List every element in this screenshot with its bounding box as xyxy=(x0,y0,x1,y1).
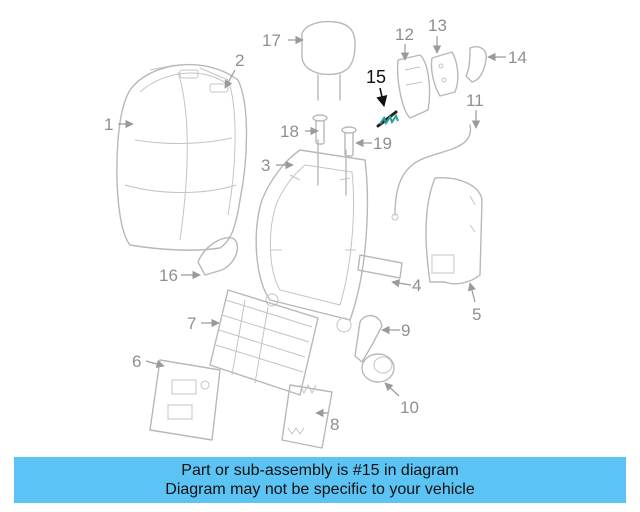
switch-trim-12 xyxy=(396,54,431,119)
callout-18: 18 xyxy=(280,122,299,141)
callout-4: 4 xyxy=(412,276,421,295)
seat-back-pad xyxy=(357,254,403,279)
callout-6: 6 xyxy=(132,352,141,371)
knob-14 xyxy=(465,46,487,83)
leader-lines xyxy=(118,35,506,418)
callout-19: 19 xyxy=(373,134,392,153)
callout-7: 7 xyxy=(187,314,196,333)
highlighted-part-15 xyxy=(376,110,399,128)
banner-part-line: Part or sub-assembly is #15 in diagram xyxy=(181,462,459,479)
callout-16: 16 xyxy=(159,266,178,285)
spring-set xyxy=(281,383,333,449)
callout-11: 11 xyxy=(466,91,484,110)
callout-8: 8 xyxy=(330,415,339,434)
seat-back-frame xyxy=(255,139,369,333)
callout-labels: 1 2 3 4 5 6 7 8 9 10 11 12 13 14 15 16 1… xyxy=(104,16,527,434)
lumbar-support xyxy=(209,289,319,396)
seat-back-cushion xyxy=(116,63,248,251)
callout-14: 14 xyxy=(508,48,527,67)
headrest xyxy=(301,20,356,101)
trim-bracket xyxy=(197,237,239,276)
callout-9: 9 xyxy=(401,321,410,340)
headrest-guides xyxy=(312,114,357,157)
callout-13: 13 xyxy=(428,16,447,35)
callout-3: 3 xyxy=(261,156,270,175)
recliner-lever xyxy=(354,315,383,363)
recliner-knob xyxy=(361,353,395,383)
banner-disclaimer-line: Diagram may not be specific to your vehi… xyxy=(165,481,475,498)
release-cable xyxy=(394,124,472,216)
callout-5: 5 xyxy=(472,305,481,324)
info-banner: Part or sub-assembly is #15 in diagram D… xyxy=(14,457,626,503)
switch-13 xyxy=(430,51,459,97)
callout-10: 10 xyxy=(400,398,419,417)
callout-1: 1 xyxy=(104,115,113,134)
callout-15: 15 xyxy=(366,67,386,87)
seat-back-panel xyxy=(425,177,483,285)
callout-12: 12 xyxy=(395,25,414,44)
mounting-plate xyxy=(149,359,221,441)
parts-diagram: 1 2 3 4 5 6 7 8 9 10 11 12 13 14 15 16 1… xyxy=(104,16,527,449)
callout-17: 17 xyxy=(262,31,281,50)
callout-2: 2 xyxy=(235,51,244,70)
